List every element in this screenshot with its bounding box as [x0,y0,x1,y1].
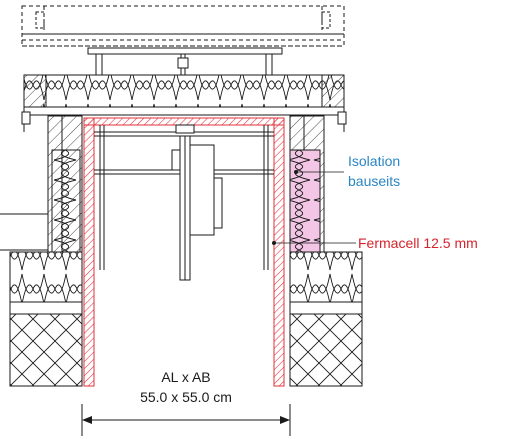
ceiling-insulation [21,74,347,132]
leader-lines [271,169,356,245]
left-wall [0,115,83,253]
insulation-label-line1: Isolation [348,153,401,169]
upper-structure [21,5,345,75]
right-wall [289,115,325,253]
fermacell-label: Fermacell 12.5 mm [358,235,478,251]
dimension-line [81,404,291,436]
insulation-label-line2: bauseits [348,173,401,189]
fermacell-boards [83,117,285,387]
floor-left [9,251,83,387]
floor-right [289,251,363,387]
dimension-label-line1: AL x AB [161,369,211,385]
dimension-label-line2: 55.0 x 55.0 cm [140,389,232,405]
shaft-installation [94,124,274,281]
